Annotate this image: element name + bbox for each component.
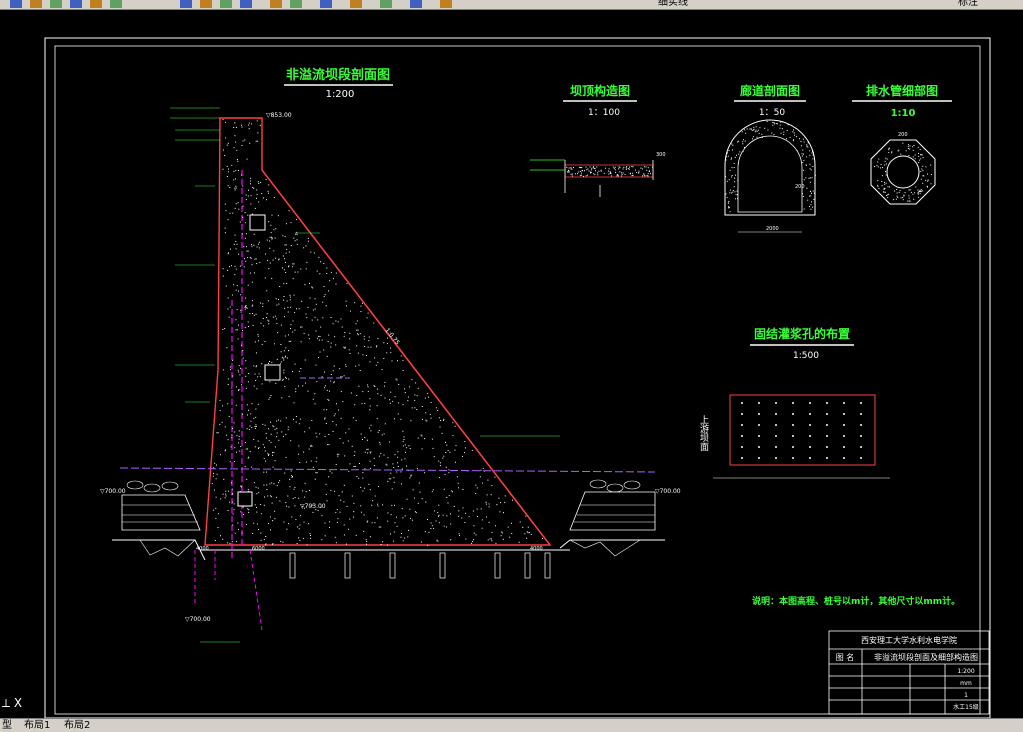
crest-title: 坝顶构造图 <box>570 83 630 98</box>
layer-dropdown-value[interactable]: 细实线 <box>658 0 688 8</box>
tab-model[interactable]: 型 <box>2 720 12 731</box>
drawing-svg: 非溢流坝段剖面图 1:200 ▽700.00 ▽700.00 ▽853.00 ▽… <box>44 37 991 719</box>
undo-icon[interactable] <box>50 0 62 8</box>
crest-dim-300: 300 <box>656 152 666 158</box>
pan-icon[interactable] <box>90 0 102 8</box>
dim-base-1: 4000 <box>196 546 209 552</box>
linetype-icon[interactable] <box>440 0 452 8</box>
dim-base-2: 6000 <box>252 546 265 552</box>
grout-holes <box>741 402 862 459</box>
inner-frame <box>54 45 981 715</box>
main-scale: 1:200 <box>326 89 355 100</box>
zoom-window-icon[interactable] <box>180 0 192 8</box>
dam-section <box>204 117 552 546</box>
zoom-realtime-icon[interactable] <box>110 0 122 8</box>
gallery-lower <box>237 491 253 507</box>
title-block <box>828 630 990 715</box>
layer-state-icon[interactable] <box>380 0 392 8</box>
grout-layout-box <box>729 394 876 466</box>
help-icon[interactable] <box>320 0 332 8</box>
title-drawing-name: 非溢流坝段剖面及细部构造图 <box>874 652 978 662</box>
gallery-scale: 1：50 <box>759 108 785 118</box>
drain-dim: 200 <box>898 132 908 138</box>
gallery-width-dim: 2000 <box>766 226 779 232</box>
elev-base: ▽703.00 <box>300 503 326 510</box>
drawing-note: 说明：本图高程、桩号以m计，其他尺寸以mm计。 <box>752 595 960 607</box>
properties-icon[interactable] <box>220 0 232 8</box>
ucs-icon: ⟂ X <box>2 696 23 710</box>
gallery-radius-dim: 200 <box>795 184 805 190</box>
annotation-leaders <box>170 107 560 643</box>
main-title: 非溢流坝段剖面图 <box>286 67 390 83</box>
drain-octagon <box>870 139 936 205</box>
elev-ground-left: ▽700.00 <box>100 488 126 495</box>
anchor-bars <box>289 552 551 579</box>
gallery-middle <box>264 364 281 381</box>
elev-bottom: ▽700.00 <box>185 616 211 623</box>
grout-title: 固结灌浆孔的布置 <box>754 326 850 341</box>
water-level-line <box>119 467 656 473</box>
dim-style-label[interactable]: 标注 <box>958 0 978 8</box>
drawing-canvas[interactable]: 非溢流坝段剖面图 1:200 ▽700.00 ▽700.00 ▽853.00 ▽… <box>0 10 1023 719</box>
tab-layout1[interactable]: 布局1 <box>24 720 51 731</box>
layer-manager-icon[interactable] <box>350 0 362 8</box>
title-school: 西安理工大学水利水电学院 <box>861 635 957 645</box>
title-scale-value: 1:200 <box>957 668 974 675</box>
paste-icon[interactable] <box>10 0 22 8</box>
zoom-previous-icon[interactable] <box>200 0 212 8</box>
crest-detail-drawing <box>530 159 654 197</box>
concrete-hatch <box>211 119 544 546</box>
match-icon[interactable] <box>30 0 42 8</box>
redo-icon[interactable] <box>70 0 82 8</box>
dim-base-3: 4000 <box>530 546 543 552</box>
grout-scale: 1:500 <box>793 351 819 361</box>
drain-scale: 1:10 <box>891 108 916 119</box>
drain-holes <box>194 549 263 631</box>
title-class-value: 水工15级 <box>953 703 979 711</box>
drain-pipe-circle <box>886 155 920 189</box>
title-label-name: 图 名 <box>836 652 855 662</box>
title-unit-value: mm <box>960 680 972 687</box>
gallery-outer <box>724 119 816 216</box>
grout-side-label: 上游坝面 <box>698 415 709 452</box>
tab-layout2[interactable]: 布局2 <box>64 720 91 731</box>
gallery-title: 廊道剖面图 <box>740 83 800 98</box>
title-sheet-value: 1 <box>964 692 968 699</box>
elev-ground-right: ▽700.00 <box>655 488 681 495</box>
gallery-inner <box>737 135 803 213</box>
calculator-icon[interactable] <box>290 0 302 8</box>
color-icon[interactable] <box>410 0 422 8</box>
gallery-upper <box>249 214 266 231</box>
toolbar: 细实线 标注 <box>0 0 1023 10</box>
elev-crest: ▽853.00 <box>266 112 292 119</box>
layout-tab-bar: 型 布局1 布局2 <box>0 718 1023 732</box>
tool-palette-icon[interactable] <box>270 0 282 8</box>
design-center-icon[interactable] <box>240 0 252 8</box>
drain-title: 排水管细部图 <box>866 83 938 98</box>
crest-scale: 1：100 <box>588 108 620 118</box>
